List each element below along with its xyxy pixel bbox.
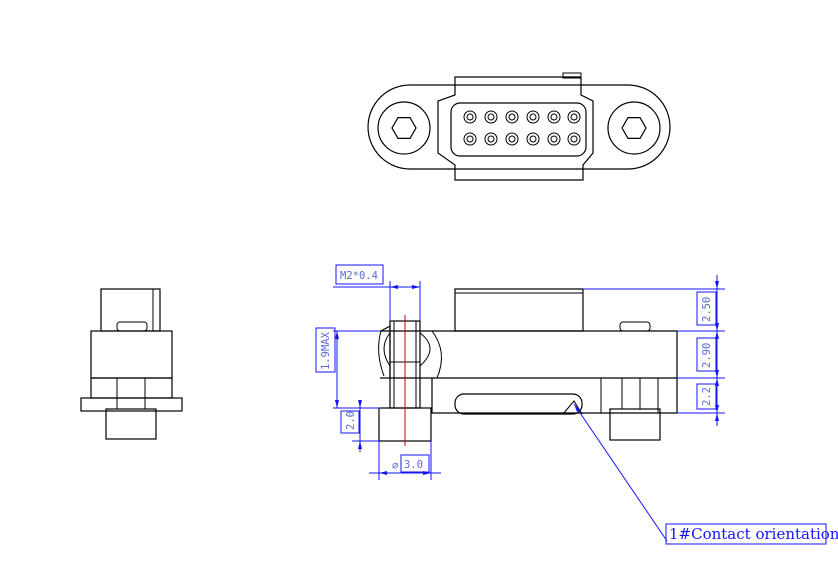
base-height-label: 2.2: [701, 387, 713, 406]
contact: [526, 132, 540, 146]
contact: [567, 110, 581, 124]
body-height-box: [696, 337, 717, 372]
section-pocket: [454, 393, 583, 415]
contact: [505, 110, 519, 124]
insert-face: [450, 102, 587, 157]
right-mount-boss: [607, 101, 661, 155]
diameter-box: [400, 454, 430, 473]
thread-length-label: 2.0: [345, 411, 357, 430]
flange-outline: [367, 84, 671, 170]
base-height-box: [696, 383, 717, 410]
section-key: [619, 321, 651, 332]
section-body: [380, 330, 678, 379]
height-max-box: [315, 327, 336, 373]
section-flange: [431, 378, 678, 414]
top-height-box: [696, 291, 717, 326]
contact-grid: [463, 110, 581, 146]
left-mount-boss: [377, 101, 431, 155]
height-max-label: 1.9MAX: [320, 331, 332, 370]
side-view: [80, 288, 183, 440]
side-body: [90, 330, 173, 379]
top-height-label: 2.50: [701, 297, 713, 322]
connector-shell: [437, 76, 594, 181]
thread-dim-box: [335, 264, 384, 285]
dimension-lines: [315, 264, 827, 545]
dimension-text: M2*0.4 1.9MAX 2.0 ∅ 3.0 2.50 2.90 2.2 1#…: [320, 270, 838, 543]
contact: [547, 110, 561, 124]
side-flange: [90, 377, 173, 399]
contact: [547, 132, 561, 146]
right-hex-screw-icon: [621, 116, 647, 139]
diameter-label: 3.0: [404, 459, 423, 471]
front-view: [367, 72, 671, 181]
contact: [463, 132, 477, 146]
contact-orientation-label: 1#Contact orientation: [669, 525, 838, 543]
thread-length-box: [340, 410, 360, 434]
side-top-shell: [100, 288, 161, 332]
side-key: [116, 321, 148, 332]
shell-tab: [562, 72, 582, 79]
contact: [484, 110, 498, 124]
left-hex-screw-icon: [391, 116, 417, 139]
contact: [526, 110, 540, 124]
callout-leader: [573, 403, 668, 542]
diameter-symbol: ∅: [392, 460, 398, 472]
side-base-plate: [80, 397, 183, 412]
contact: [505, 132, 519, 146]
contact: [463, 110, 477, 124]
contact: [567, 132, 581, 146]
side-screw-head: [105, 408, 157, 440]
body-height-label: 2.90: [701, 343, 713, 368]
thread-label: M2*0.4: [340, 270, 378, 282]
callout-box: [665, 523, 827, 545]
contact: [484, 132, 498, 146]
right-screw-head: [609, 408, 661, 441]
section-top-shell: [454, 288, 584, 332]
section-view: [378, 288, 678, 446]
